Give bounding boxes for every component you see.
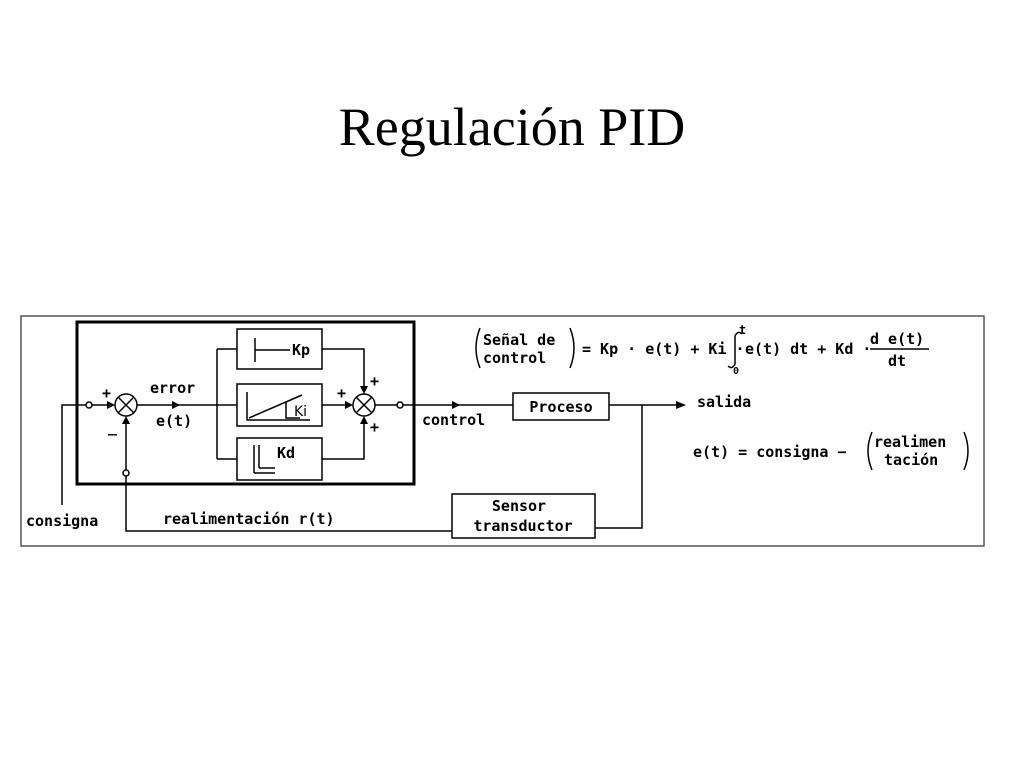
formula-lhs-line2: control bbox=[483, 349, 546, 367]
feedback-down-line bbox=[595, 405, 643, 529]
kp-label: Kp bbox=[292, 341, 310, 359]
feedback-return-line bbox=[125, 476, 452, 532]
diagram-frame bbox=[20, 315, 985, 547]
kd-label: Kd bbox=[277, 444, 295, 462]
feedback-terminal bbox=[122, 469, 130, 477]
error-formula-paren-line2: tación bbox=[884, 451, 938, 469]
left-paren-close bbox=[569, 327, 575, 369]
arrow-control bbox=[452, 401, 460, 409]
arrow-salida bbox=[676, 401, 686, 409]
arrow-into-sum1 bbox=[107, 401, 115, 409]
arrow-ki-into-sum bbox=[345, 401, 353, 409]
control-label: control bbox=[422, 411, 485, 429]
integral-lower-limit: 0 bbox=[733, 366, 739, 377]
pid-controller-box bbox=[75, 320, 416, 486]
realimentacion-label: realimentación r(t) bbox=[163, 510, 335, 528]
page-title: Regulación PID bbox=[338, 97, 686, 157]
ki-label: Ki bbox=[294, 404, 307, 420]
e-t-label: e(t) bbox=[156, 412, 192, 430]
consigna-line bbox=[61, 404, 86, 505]
sensor-transductor-block: Sensor transductor bbox=[451, 493, 596, 539]
kp-output-line bbox=[322, 348, 365, 392]
proceso-block: Proceso bbox=[512, 392, 610, 421]
kp-block: Kp bbox=[236, 328, 323, 370]
paren2-close bbox=[963, 431, 969, 471]
controller-output-terminal bbox=[396, 401, 404, 409]
ki-block: Ki bbox=[236, 383, 323, 427]
plus-sign-input: + bbox=[102, 384, 111, 402]
summing-junction-pid bbox=[352, 393, 376, 417]
salida-label: salida bbox=[697, 393, 751, 411]
consigna-label: consigna bbox=[26, 512, 98, 530]
minus-sign-feedback: _ bbox=[108, 418, 118, 436]
error-formula-paren-line1: realimen bbox=[874, 433, 946, 451]
plus-sign-kd: + bbox=[370, 418, 379, 436]
arrow-feedback-into-sum bbox=[122, 416, 130, 424]
arrow-kd-into-sum bbox=[360, 416, 368, 424]
error-formula: e(t) = consigna − realimen tación bbox=[693, 431, 969, 471]
summing-junction-error bbox=[114, 393, 138, 417]
pid-formula: Señal de control = Kp · e(t) + Ki · t 0 … bbox=[475, 323, 929, 377]
fraction-denominator: dt bbox=[888, 352, 906, 370]
integral-upper-limit: t bbox=[739, 323, 746, 337]
sensor-label-line1: Sensor bbox=[492, 497, 546, 515]
kd-block: Kd bbox=[236, 437, 323, 481]
plus-sign-ki: + bbox=[337, 384, 346, 402]
integral-sign bbox=[727, 331, 743, 369]
formula-equation: = Kp · e(t) + Ki · bbox=[582, 340, 745, 358]
error-label: error bbox=[150, 379, 195, 397]
fraction-numerator: d e(t) bbox=[870, 330, 924, 348]
plus-sign-kp: + bbox=[370, 372, 379, 390]
arrow-error bbox=[172, 401, 180, 409]
input-terminal bbox=[85, 401, 93, 409]
formula-integrand: e(t) dt + Kd · bbox=[745, 340, 871, 358]
kd-output-line bbox=[322, 418, 365, 460]
proceso-label: Proceso bbox=[529, 398, 592, 416]
formula-lhs-line1: Señal de bbox=[483, 331, 555, 349]
arrow-kp-into-sum bbox=[360, 386, 368, 394]
error-formula-lhs: e(t) = consigna − bbox=[693, 443, 847, 461]
left-paren-open bbox=[475, 327, 481, 369]
sensor-label-line2: transductor bbox=[473, 517, 572, 535]
paren2-open bbox=[867, 431, 873, 471]
